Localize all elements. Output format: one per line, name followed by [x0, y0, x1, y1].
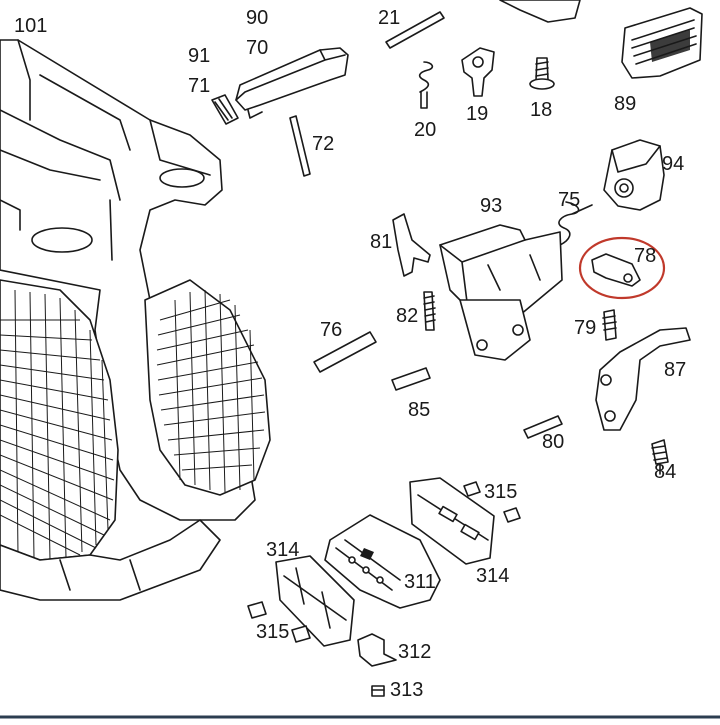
label-312: 312	[398, 641, 431, 663]
label-72: 72	[312, 133, 334, 155]
part-20-spring	[418, 61, 434, 109]
part-76-pin	[313, 331, 377, 373]
label-315-bottom: 315	[256, 621, 289, 643]
label-101: 101	[14, 15, 47, 37]
part-80-pin	[523, 415, 563, 439]
label-71: 71	[188, 75, 210, 97]
label-313: 313	[390, 679, 423, 701]
label-87: 87	[664, 359, 686, 381]
part-84-spring	[651, 439, 669, 475]
part-82-spring	[423, 291, 436, 331]
label-79: 79	[574, 317, 596, 339]
part-top-block	[499, 0, 581, 23]
part-93-housing	[439, 224, 563, 361]
frame-part-101	[0, 39, 271, 601]
label-80: 80	[542, 431, 564, 453]
label-90: 90	[246, 7, 268, 29]
part-89-block	[621, 7, 703, 79]
part-315-screw-top	[463, 481, 521, 523]
part-311-base	[324, 514, 441, 609]
label-93: 93	[480, 195, 502, 217]
label-18: 18	[530, 99, 552, 121]
part-71-91	[211, 94, 239, 125]
part-312-clip	[357, 633, 397, 667]
part-314-plate-right	[409, 477, 495, 565]
label-84: 84	[654, 461, 676, 483]
label-91: 91	[188, 45, 210, 67]
label-20: 20	[414, 119, 436, 141]
label-94: 94	[662, 153, 684, 175]
label-311: 311	[404, 571, 436, 593]
part-315-screws-bottom	[247, 601, 311, 643]
label-21: 21	[378, 7, 400, 29]
label-85: 85	[408, 399, 430, 421]
part-21-pin	[385, 11, 445, 49]
part-87-lever	[595, 327, 691, 431]
part-85-pin	[391, 367, 431, 391]
label-82: 82	[396, 305, 418, 327]
part-75-spring	[558, 201, 593, 246]
label-75: 75	[558, 189, 580, 211]
label-315-top: 315	[484, 481, 517, 503]
highlight-circle-78	[578, 236, 666, 300]
label-76: 76	[320, 319, 342, 341]
part-81-bar	[392, 213, 431, 277]
part-78-highlighted	[591, 253, 641, 287]
label-78: 78	[634, 245, 656, 267]
label-314-left: 314	[266, 539, 299, 561]
label-81: 81	[370, 231, 392, 253]
part-313-screw	[371, 685, 385, 697]
label-19: 19	[466, 103, 488, 125]
part-79-spring	[602, 309, 617, 341]
part-19-latch	[461, 47, 495, 97]
label-89: 89	[614, 93, 636, 115]
part-94-block	[603, 139, 665, 211]
part-70-90	[235, 47, 349, 119]
label-70: 70	[246, 37, 268, 59]
part-72-pin	[289, 115, 311, 177]
part-314-plate-left	[275, 555, 355, 647]
label-314-right: 314	[476, 565, 509, 587]
part-18-screw	[529, 57, 555, 90]
